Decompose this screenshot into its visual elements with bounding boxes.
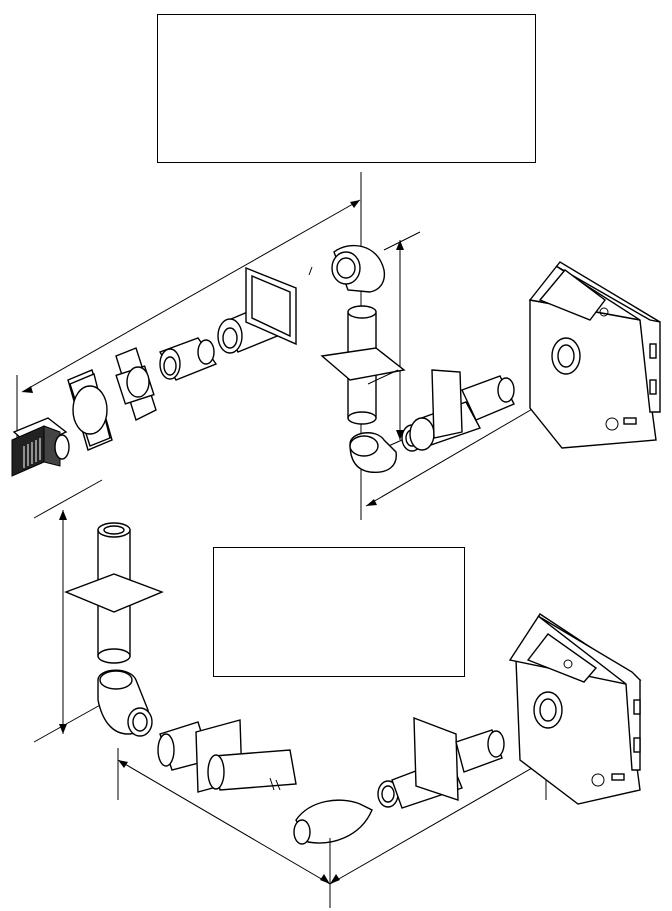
pipe-section [409,369,515,451]
note-box-middle [213,547,465,677]
note-box-top [157,14,536,163]
elbow-icon [308,244,386,293]
wall-thimble-icon [245,266,297,346]
elbow-icon [293,799,373,845]
wall-thimble-icon [115,347,157,421]
elbow-icon [97,669,153,737]
pipe-section [158,337,218,381]
fireplace-firebox-icon [528,261,661,449]
pipe-section [377,716,505,809]
wall-thimble-icon [67,369,113,451]
fireplace-firebox-icon [508,613,642,805]
vertical-pipe [320,305,406,425]
dimension-vertical-rise-top [383,231,421,449]
vertical-pipe [64,522,164,664]
dimension-vertical-rise-bottom [33,479,103,743]
termination-cap-icon [11,417,70,477]
pipe-section [157,719,297,793]
